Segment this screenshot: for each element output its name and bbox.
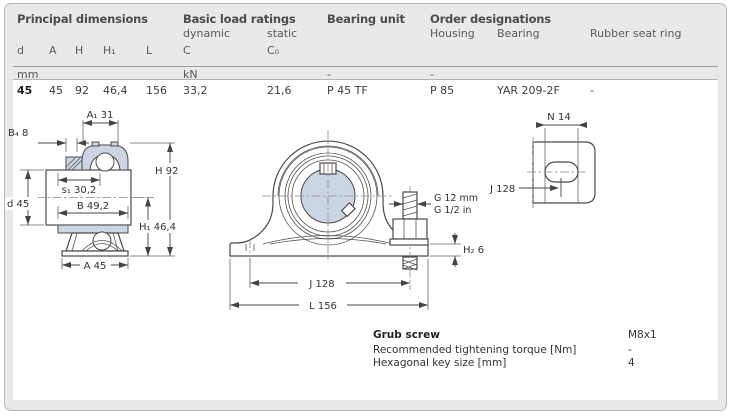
col-sym-C0: C₀ [267, 44, 280, 57]
dim-label-l: L 156 [309, 301, 337, 312]
grub-screw-side [340, 202, 356, 218]
dim-label-h2: H₂ 6 [463, 245, 484, 256]
cell-C: 33,2 [183, 84, 208, 97]
cell-d: 45 [17, 84, 33, 97]
cell-H: 92 [75, 84, 89, 97]
mounting-bolt [389, 186, 429, 290]
dim-label-g-in: G 1/2 in [434, 205, 471, 216]
dim-label-b4: B₄ 8 [8, 128, 28, 139]
grub-screw-title: Grub screw [373, 329, 440, 341]
col-group-principal: Principal dimensions [17, 12, 148, 26]
grub-torque-value: - [628, 344, 632, 356]
cell-housing: P 85 [430, 84, 455, 97]
table-rule-bottom [13, 79, 718, 80]
grub-torque-label: Recommended tightening torque [Nm] [373, 344, 577, 356]
cell-L: 156 [146, 84, 167, 97]
cell-bearing: YAR 209-2F [497, 84, 560, 97]
col-group-load: Basic load ratings [183, 12, 296, 26]
col-group-unit: Bearing unit [327, 12, 405, 26]
cell-rubber: - [590, 84, 594, 97]
col-sub-rubber: Rubber seat ring [590, 27, 682, 40]
side-view-drawing: A₁ 31 B₄ 8 s₁ 30,2 B 49,2 d 45 H 92 [5, 110, 184, 272]
grub-hexkey-label: Hexagonal key size [mm] [373, 357, 507, 369]
dim-label-n: N 14 [547, 112, 570, 123]
col-sym-d: d [17, 44, 24, 57]
dim-label-a1: A₁ 31 [87, 110, 114, 121]
cell-unit: P 45 TF [327, 84, 368, 97]
col-sym-L: L [146, 44, 153, 57]
base-dimensions: N 14 J 128 [489, 112, 587, 197]
dim-label-a: A 45 [84, 261, 107, 272]
bearing-top-section [65, 141, 129, 172]
front-view-drawing: G 12 mm G 1/2 in H₂ 6 J 128 L 156 [229, 130, 484, 312]
grub-hexkey-value: 4 [628, 357, 635, 369]
col-sym-H1: H₁ [103, 44, 116, 57]
dim-label-d: d 45 [7, 199, 29, 210]
dim-label-b: B 49,2 [77, 201, 109, 212]
dim-label-h: H 92 [155, 166, 178, 177]
col-sym-H: H [75, 44, 84, 57]
col-sym-C: C [183, 44, 191, 57]
base-detail-drawing: N 14 J 128 [489, 112, 596, 208]
col-sub-bearing: Bearing [497, 27, 540, 40]
grub-screw-thread: M8x1 [628, 329, 657, 341]
cell-A: 45 [49, 84, 63, 97]
dim-label-h1: H₁ 46,4 [139, 222, 176, 233]
dim-label-j: J 128 [308, 279, 334, 290]
unit-kn: kN [183, 68, 198, 81]
col-sub-dynamic: dynamic [183, 27, 231, 40]
unit-mm: mm [17, 68, 39, 81]
dim-label-g-mm: G 12 mm [434, 193, 478, 204]
col-sym-A: A [49, 44, 57, 57]
dim-label-s1: s₁ 30,2 [62, 185, 97, 196]
side-dimensions: A₁ 31 B₄ 8 s₁ 30,2 B 49,2 d 45 H 92 [5, 110, 184, 272]
dim-label-j-base: J 128 [489, 184, 515, 195]
col-sub-housing: Housing [430, 27, 475, 40]
col-sub-static: static [267, 27, 298, 40]
col-group-order: Order designations [430, 12, 551, 26]
unit-dash-2: - [430, 68, 434, 81]
bearing-bottom-section [57, 224, 129, 257]
unit-dash-1: - [327, 68, 331, 81]
table-rule-top [13, 66, 718, 67]
cell-C0: 21,6 [267, 84, 292, 97]
cell-H1: 46,4 [103, 84, 128, 97]
front-dimensions: G 12 mm G 1/2 in H₂ 6 J 128 L 156 [229, 193, 484, 312]
